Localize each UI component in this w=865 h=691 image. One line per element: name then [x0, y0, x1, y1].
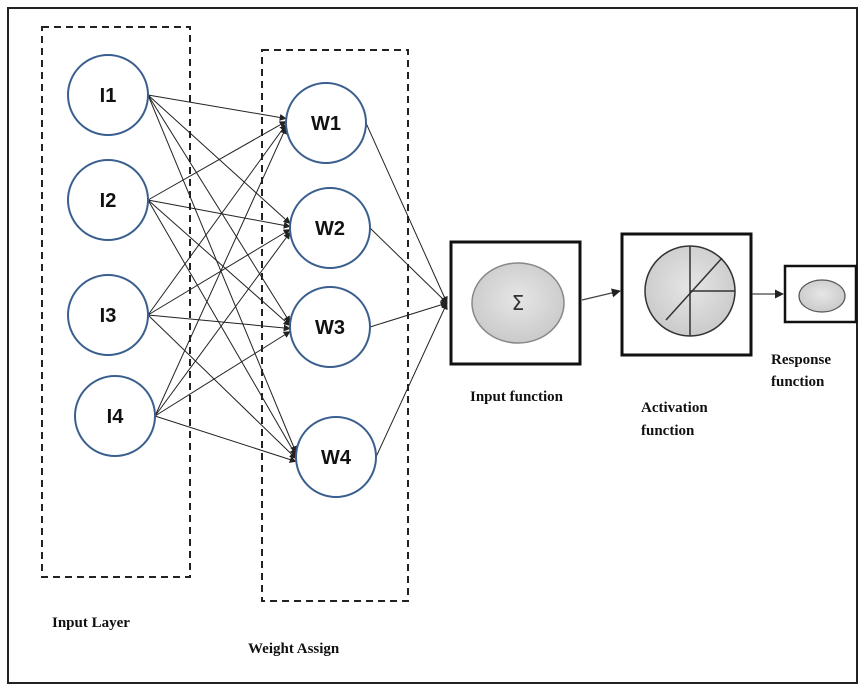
- connection-i4-w3: [154, 331, 291, 417]
- connection-i2-w2: [147, 199, 291, 229]
- weight-node-label: W2: [315, 218, 345, 240]
- connection-i3-w3: [147, 314, 291, 332]
- input-node-i3: I3: [67, 274, 149, 356]
- activation-function-box: [620, 232, 753, 357]
- weight-assign-caption: Weight Assign: [248, 641, 340, 657]
- connection-i1-w3: [147, 94, 291, 324]
- weight-node-w3: W3: [289, 286, 371, 368]
- connection-i4-w2: [154, 231, 291, 417]
- input-layer-caption: Input Layer: [52, 615, 130, 631]
- input-layer-box: [41, 26, 191, 578]
- weight-node-label: W3: [315, 317, 345, 339]
- weight-node-w2: W2: [289, 187, 371, 269]
- input-node-i1: I1: [67, 54, 149, 136]
- weight-node-label: W4: [321, 447, 352, 469]
- connection-w4-sum: [375, 302, 448, 458]
- weight-node-w1: W1: [285, 82, 367, 164]
- connection-i3-w4: [147, 314, 297, 459]
- input-node-label: I3: [100, 305, 117, 327]
- response-caption-line2: function: [771, 374, 825, 390]
- response-caption-line1: Response: [771, 352, 831, 368]
- connection-i3-w1: [147, 123, 287, 316]
- activation-caption-line1: Activation: [641, 400, 708, 416]
- input-function-caption: Input function: [470, 389, 564, 405]
- connection-i3-w2: [147, 229, 291, 316]
- connection-i4-w4: [154, 415, 297, 463]
- outer-border: [7, 7, 858, 684]
- connection-i2-w3: [147, 199, 291, 326]
- sigma-symbol: Σ: [512, 291, 525, 315]
- connection-w1-sum: [365, 122, 448, 304]
- connection-i1-w1: [147, 94, 287, 121]
- connection-i4-w1: [154, 126, 287, 417]
- input-node-i2: I2: [67, 159, 149, 241]
- weight-node-w4: W4: [295, 416, 377, 498]
- connection-i2-w1: [147, 121, 287, 201]
- connections: [147, 94, 448, 463]
- input-node-label: I2: [100, 190, 117, 212]
- activation-caption-line2: function: [641, 423, 695, 439]
- activation-diagonal-line: [665, 257, 723, 321]
- input-function-box: Σ: [449, 240, 582, 366]
- input-node-i4: I4: [74, 375, 156, 457]
- input-node-label: I4: [107, 406, 125, 428]
- response-node: [798, 279, 846, 313]
- connection-w3-sum: [369, 301, 448, 328]
- connection-i2-w4: [147, 199, 297, 457]
- summation-node: [471, 262, 565, 344]
- connection-w2-sum: [369, 227, 448, 304]
- weight-node-label: W1: [311, 113, 341, 135]
- arrow-input-to-activation: [581, 288, 621, 301]
- connection-i1-w4: [147, 94, 297, 454]
- response-function-box: [783, 264, 858, 324]
- input-node-label: I1: [100, 85, 117, 107]
